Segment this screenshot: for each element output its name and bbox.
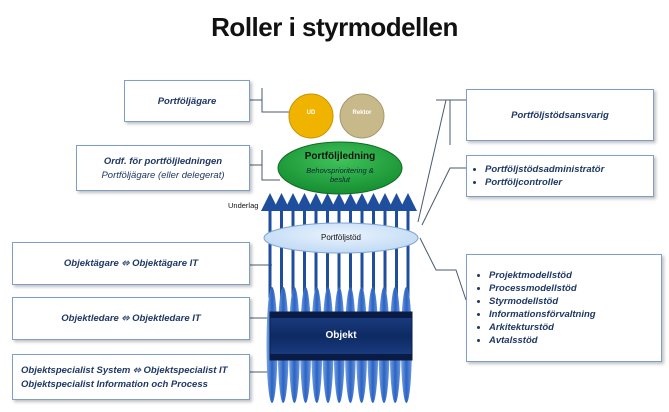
admin-item: Portföljcontroller bbox=[485, 176, 604, 189]
portfoljledning-ellipse bbox=[277, 141, 403, 195]
underlag-label: Underlag bbox=[228, 201, 259, 210]
stod-item: Projektmodellstöd bbox=[489, 269, 596, 282]
ordforande-sublabel: Portföljägare (eller delegerat) bbox=[101, 169, 225, 181]
objektagare-label: Objektägare ⬄ Objektägare IT bbox=[63, 258, 199, 269]
stod-item: Arkitekturstöd bbox=[489, 321, 596, 334]
portfoljstodsansvarig-box: Portföljstödsansvarig bbox=[466, 89, 654, 141]
portfoljagare-box: Portföljägare bbox=[124, 80, 250, 122]
stod-item: Styrmodellstöd bbox=[489, 295, 596, 308]
portfoljstodsansvarig-label: Portföljstödsansvarig bbox=[511, 109, 609, 121]
portfoljstod-ellipse bbox=[263, 222, 419, 254]
stod-item: Informationsförvaltning bbox=[489, 308, 596, 321]
portfoljagare-label: Portföljägare bbox=[157, 95, 217, 107]
stod-item: Processmodellstöd bbox=[489, 282, 596, 295]
portfoljstod-admin-box: Portföljstödsadministratör Portföljcontr… bbox=[466, 155, 654, 197]
objektspecialist-box: Objektspecialist System ⬄ Objektspeciali… bbox=[12, 354, 250, 400]
portfoljledning-sub: Behovsprioritering & beslut bbox=[306, 166, 374, 184]
portfoljledning-title: Portföljledning bbox=[304, 151, 376, 162]
objektspecialist-label: Objektspecialist System ⬄ Objektspeciali… bbox=[21, 364, 228, 376]
ud-circle bbox=[288, 93, 334, 139]
objektspecialist-sublabel: Objektspecialist Information och Process bbox=[21, 378, 208, 390]
stod-item: Avtalsstöd bbox=[489, 334, 596, 347]
portfoljstod-label: Portföljstöd bbox=[320, 233, 362, 242]
objekt-label: Objekt bbox=[325, 330, 357, 341]
ordforande-label: Ordf. för portföljledningen bbox=[103, 155, 223, 167]
page-title: Roller i styrmodellen bbox=[211, 12, 458, 42]
ud-label: UD bbox=[306, 110, 316, 116]
objekt-band bbox=[269, 311, 413, 361]
rektor-label: Rektor bbox=[352, 110, 372, 116]
right-connector-lines bbox=[417, 99, 467, 301]
portfoljstod-roles-box: Projektmodellstöd Processmodellstöd Styr… bbox=[466, 254, 662, 362]
rektor-circle bbox=[339, 93, 385, 139]
ordforande-box: Ordf. för portföljledningen Portföljägar… bbox=[76, 145, 250, 191]
objektagare-box: Objektägare ⬄ Objektägare IT bbox=[12, 242, 250, 285]
objektledare-box: Objektledare ⬄ Objektledare IT bbox=[12, 297, 250, 340]
admin-item: Portföljstödsadministratör bbox=[485, 163, 604, 176]
objektledare-label: Objektledare ⬄ Objektledare IT bbox=[61, 313, 201, 324]
